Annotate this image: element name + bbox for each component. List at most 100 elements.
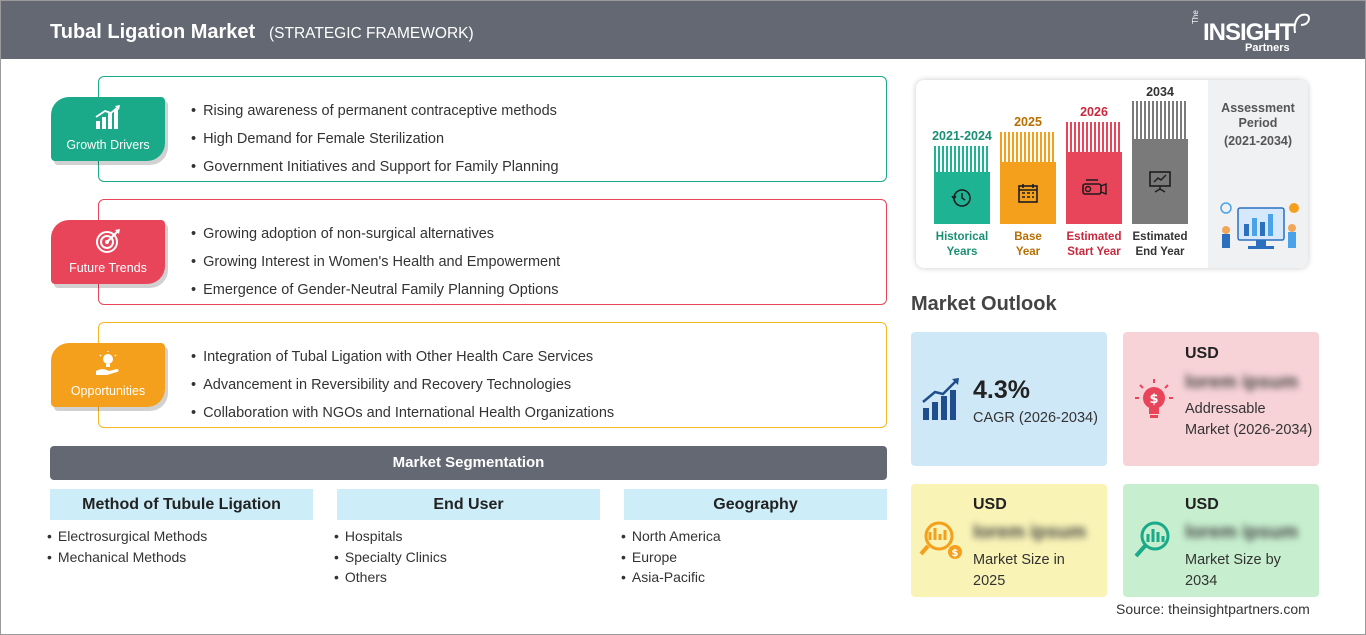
- list-item: Emergence of Gender-Neutral Family Plann…: [191, 276, 560, 304]
- segment-heading-end-user: End User: [337, 489, 600, 520]
- size-2025-value: lorem ipsum: [973, 522, 1086, 543]
- list-item: Advancement in Reversibility and Recover…: [191, 371, 614, 399]
- addressable-usd: USD: [1185, 345, 1219, 362]
- list-item: Mechanical Methods: [47, 547, 207, 568]
- size-2034-usd: USD: [1185, 496, 1219, 513]
- size-2025-label: Market Size in 2025: [973, 552, 1065, 589]
- column-year: 2034: [1146, 85, 1174, 99]
- size-2034-value: lorem ipsum: [1185, 522, 1298, 543]
- future-trends-list: Growing adoption of non-surgical alterna…: [191, 220, 560, 304]
- list-item: Others: [334, 567, 447, 588]
- opportunities-badge: Opportunities: [51, 343, 165, 407]
- column-solid: [1132, 139, 1188, 224]
- dollar-bulb-icon: $: [1135, 379, 1173, 418]
- market-size-2025-card: $ USD lorem ipsum Market Size in 2025: [911, 484, 1107, 597]
- caption-line1: Estimated: [1132, 231, 1188, 243]
- logo-swoosh-icon: [1293, 13, 1310, 34]
- market-size-2034-card: USD lorem ipsum Market Size by 2034: [1123, 484, 1319, 597]
- assessment-period: (2021-2034): [1223, 134, 1293, 148]
- segment-list-geography: North America Europe Asia-Pacific: [621, 526, 721, 588]
- size-2025-usd: USD: [973, 496, 1007, 513]
- future-trends-label: Future Trends: [69, 261, 147, 275]
- cagr-value: 4.3%: [973, 376, 1030, 404]
- growth-drivers-badge: Growth Drivers: [51, 97, 165, 161]
- list-item: High Demand for Female Sterilization: [191, 125, 559, 153]
- segment-list-end-user: Hospitals Specialty Clinics Others: [334, 526, 447, 588]
- column-stripes: [1000, 132, 1056, 162]
- bar-chart-growth-icon: [95, 105, 120, 129]
- market-outlook-title: Market Outlook: [911, 293, 1057, 315]
- segment-heading-geography: Geography: [624, 489, 887, 520]
- column-solid: [1000, 162, 1056, 224]
- list-item: Integration of Tubal Ligation with Other…: [191, 343, 614, 371]
- size-2034-label: Market Size by 2034: [1185, 552, 1281, 589]
- market-segmentation-bar: Market Segmentation: [50, 446, 887, 480]
- header-bar: Tubal Ligation Market (STRATEGIC FRAMEWO…: [1, 1, 1365, 59]
- assessment-period-panel: Assessment Period (2021-2034) 2021-2024 …: [916, 80, 1308, 268]
- list-item: Asia-Pacific: [621, 567, 721, 588]
- svg-text:$: $: [952, 548, 959, 559]
- cagr-label: CAGR (2026-2034): [973, 410, 1098, 426]
- list-item: North America: [621, 526, 721, 547]
- projector-icon: [1082, 179, 1107, 196]
- chart-magnifier-icon: [1134, 521, 1170, 558]
- list-item: Hospitals: [334, 526, 447, 547]
- insight-partners-logo[interactable]: The INSIGHT Partners: [1191, 10, 1321, 57]
- caption-line1: Estimated: [1066, 231, 1122, 243]
- list-item: Electrosurgical Methods: [47, 526, 207, 547]
- growth-drivers-list: Rising awareness of permanent contracept…: [191, 97, 559, 181]
- addressable-label: Addressable Market (2026-2034): [1185, 401, 1313, 438]
- list-item: Europe: [621, 547, 721, 568]
- logo-main-text: INSIGHT: [1203, 19, 1294, 46]
- caption-line1: Historical: [935, 231, 989, 243]
- page-title: Tubal Ligation Market: [50, 21, 256, 43]
- column-caption: Historical Years: [920, 230, 1004, 260]
- future-trends-badge: Future Trends: [51, 220, 165, 284]
- presentation-icon: [1149, 170, 1171, 193]
- column-caption: Base Year: [986, 230, 1070, 260]
- logo-partners-text: Partners: [1245, 42, 1290, 54]
- history-icon: [951, 189, 971, 207]
- addressable-market-card: $ USD lorem ipsum Addressable Market (20…: [1123, 332, 1319, 466]
- list-item: Collaboration with NGOs and Internationa…: [191, 399, 614, 427]
- segment-list-method: Electrosurgical Methods Mechanical Metho…: [47, 526, 207, 567]
- future-trends-card: Growing adoption of non-surgical alterna…: [98, 199, 887, 305]
- caption-line2: Year: [1015, 246, 1041, 258]
- segment-heading-method: Method of Tubule Ligation: [50, 489, 313, 520]
- list-item: Growing adoption of non-surgical alterna…: [191, 220, 560, 248]
- lightbulb-hand-icon: [96, 351, 119, 375]
- column-caption: Estimated End Year: [1118, 230, 1202, 260]
- analytics-people-icon: [1220, 202, 1299, 249]
- list-item: Rising awareness of permanent contracept…: [191, 97, 559, 125]
- cagr-card: 4.3% CAGR (2026-2034): [911, 332, 1107, 466]
- column-year: 2025: [1014, 115, 1042, 129]
- source-text: Source: theinsightpartners.com: [1116, 601, 1310, 617]
- opportunities-list: Integration of Tubal Ligation with Other…: [191, 343, 614, 427]
- caption-line2: End Year: [1135, 246, 1185, 258]
- logo-the-text: The: [1191, 10, 1200, 24]
- caption-line2: Start Year: [1067, 246, 1121, 258]
- list-item: Specialty Clinics: [334, 547, 447, 568]
- growth-drivers-label: Growth Drivers: [66, 138, 150, 152]
- page-subtitle: (STRATEGIC FRAMEWORK): [269, 25, 474, 42]
- opportunities-card: Integration of Tubal Ligation with Other…: [98, 322, 887, 428]
- column-stripes: [1066, 122, 1122, 152]
- column-year: 2026: [1080, 105, 1108, 119]
- column-stripes: [1132, 101, 1188, 139]
- growth-drivers-card: Rising awareness of permanent contracept…: [98, 76, 887, 182]
- caption-line2: Years: [946, 246, 978, 258]
- addressable-value: lorem ipsum: [1185, 372, 1298, 393]
- opportunities-label: Opportunities: [70, 384, 146, 398]
- assessment-title: Assessment Period: [1221, 101, 1295, 130]
- caption-line1: Base: [1014, 231, 1042, 243]
- list-item: Government Initiatives and Support for F…: [191, 153, 558, 181]
- growth-chart-icon: [922, 378, 959, 420]
- target-icon: [96, 229, 120, 253]
- svg-text:$: $: [1149, 392, 1158, 407]
- column-stripes: [934, 146, 990, 172]
- list-item: Growing Interest in Women's Health and E…: [191, 248, 560, 276]
- dollar-magnifier-icon: $: [919, 521, 962, 559]
- column-solid: [934, 172, 990, 224]
- column-solid: [1066, 152, 1122, 224]
